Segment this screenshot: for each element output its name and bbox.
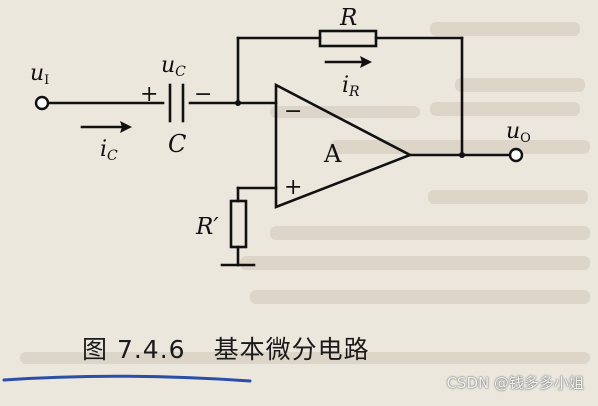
- capacitor-current-arrow-head: [120, 121, 132, 133]
- capacitor-minus-sign: −: [194, 82, 212, 107]
- feedback-current-label: iR: [342, 73, 360, 100]
- capacitor-current-label: iC: [100, 137, 118, 164]
- figure-title: 基本微分电路: [213, 335, 370, 364]
- amplifier-label: A: [323, 140, 342, 168]
- capacitor-voltage-label: uC: [161, 53, 186, 80]
- feedback-resistor-label: R: [339, 5, 357, 31]
- ground-resistor: [229, 199, 248, 249]
- output-node: [459, 152, 465, 158]
- feedback-resistor: [318, 29, 378, 48]
- output-terminal: [508, 147, 524, 163]
- input-terminal: [34, 95, 50, 111]
- output-voltage-label: uO: [506, 119, 531, 146]
- figure-number: 图 7.4.6: [82, 335, 186, 364]
- inverting-input-sign: −: [284, 99, 302, 124]
- capacitor-name-label: C: [168, 130, 186, 158]
- watermark: CSDN @钱多多小姐: [446, 374, 584, 392]
- differentiator-circuit: uI uC + − C iC R iR − + A R′ uO: [30, 5, 531, 267]
- op-amp-symbol: [274, 82, 414, 209]
- capacitor-plus-sign: +: [140, 82, 158, 107]
- figure-caption: 图 7.4.6 基本微分电路: [82, 330, 370, 366]
- feedback-current-arrow-head: [360, 56, 372, 68]
- ground-resistor-label: R′: [195, 214, 219, 240]
- input-voltage-label: uI: [30, 61, 49, 88]
- pen-underline: [2, 374, 252, 383]
- noninverting-input-sign: +: [284, 175, 302, 200]
